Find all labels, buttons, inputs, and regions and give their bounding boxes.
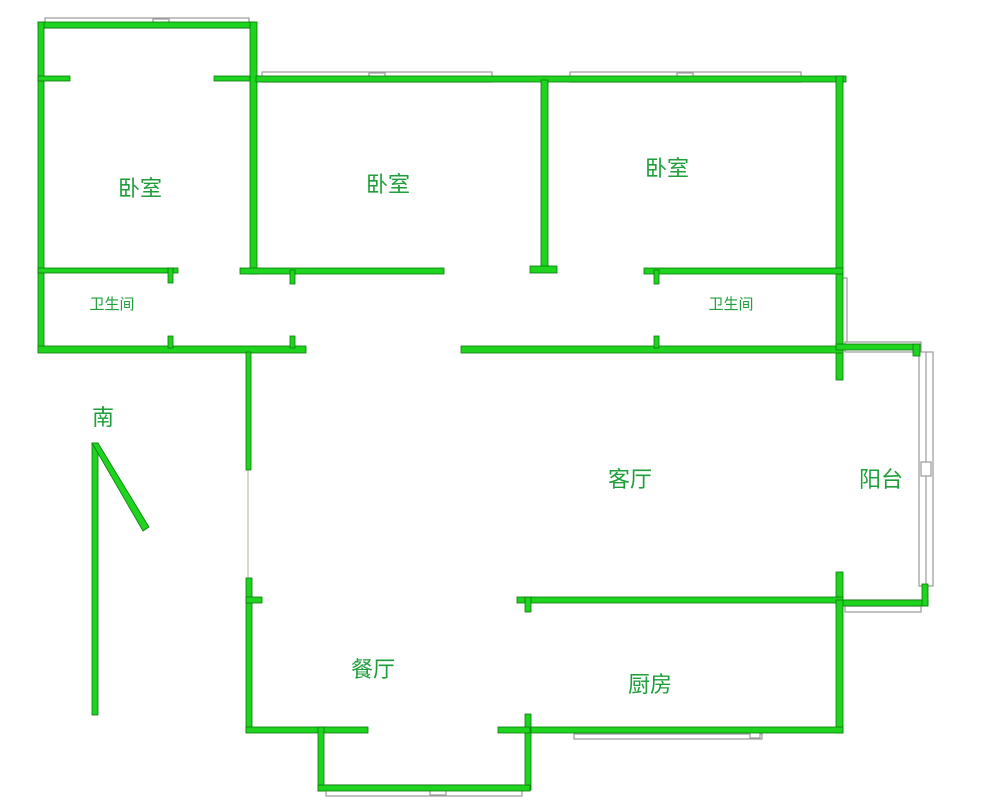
wall-segment — [529, 265, 558, 274]
wall-segment — [643, 267, 844, 275]
label-bedroom-left: 卧室 — [118, 177, 162, 202]
wall-segment — [912, 343, 921, 357]
label-bathroom-left: 卫生间 — [89, 295, 134, 313]
wall-segment — [37, 21, 45, 353]
wall-segment — [540, 79, 549, 273]
wall-segment — [516, 596, 844, 604]
wall-segment — [167, 267, 174, 284]
label-bedroom-right: 卧室 — [645, 157, 689, 182]
label-kitchen: 厨房 — [628, 673, 672, 698]
wall-segment — [460, 345, 844, 354]
wall-segment — [524, 596, 532, 613]
label-living-room: 客厅 — [608, 468, 652, 493]
wall-segment — [653, 269, 660, 285]
wall-segment — [524, 713, 532, 791]
wall-segment — [37, 21, 255, 29]
wall-segment — [289, 269, 296, 285]
label-bathroom-right: 卫生间 — [708, 295, 753, 313]
wall-segment — [317, 726, 325, 792]
wall-segment — [255, 75, 847, 83]
wall-segment — [525, 726, 844, 734]
label-dining-room: 餐厅 — [351, 658, 395, 683]
label-balcony: 阳台 — [859, 468, 903, 493]
wall-segment — [239, 267, 445, 275]
wall-segment — [317, 784, 531, 792]
wall-segment — [245, 726, 369, 734]
wall-segment — [835, 343, 921, 351]
wall-segment — [245, 596, 263, 604]
wall-segment — [835, 599, 929, 607]
label-bedroom-middle: 卧室 — [366, 173, 410, 198]
windows — [44, 17, 934, 797]
wall-segment — [37, 75, 71, 82]
compass-arrow-icon — [91, 442, 150, 716]
wall-segment — [249, 21, 258, 275]
wall-segment — [653, 335, 660, 349]
compass-label: 南 — [92, 406, 114, 431]
wall-segment — [921, 583, 929, 607]
wall-segment — [497, 726, 531, 734]
wall-segment — [835, 599, 844, 734]
wall-segment — [245, 351, 252, 471]
wall-segment — [835, 75, 844, 381]
walls — [37, 21, 929, 792]
wall-segment — [167, 335, 174, 349]
wall-segment — [289, 335, 296, 349]
wall-segment — [37, 267, 179, 274]
